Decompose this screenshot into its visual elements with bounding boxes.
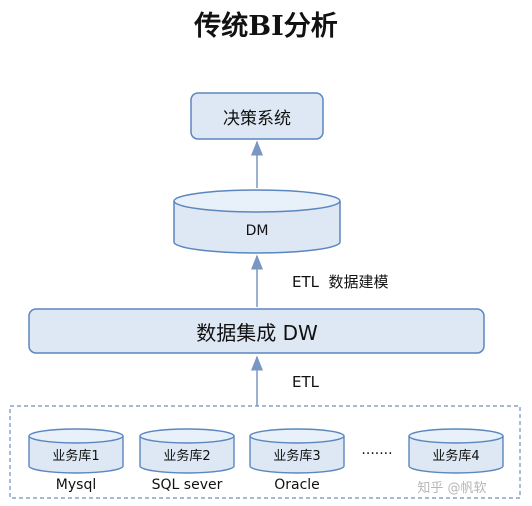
dw-box	[28, 308, 485, 354]
watermark: 知乎 @帆软	[417, 480, 486, 496]
diagram-title: 传统BI分析	[193, 10, 337, 42]
dw-label: 数据集成 DW	[196, 321, 318, 345]
source-caption-1: Mysql	[56, 477, 96, 493]
sources-container	[9, 405, 521, 499]
decision-system-label: 决策系统	[223, 109, 291, 129]
source-label-1: 业务库1	[52, 448, 99, 464]
source-cylinder-2	[139, 428, 235, 474]
etl-modeling-label: ETL 数据建模	[292, 273, 389, 291]
source-label-3: 业务库3	[273, 448, 320, 464]
sources-ellipsis: ·······	[361, 446, 392, 462]
source-caption-2: SQL sever	[152, 477, 223, 493]
source-caption-3: Oracle	[274, 477, 320, 493]
dm-label: DM	[246, 223, 269, 239]
source-cylinder-1	[28, 428, 124, 474]
dm-cylinder	[173, 189, 341, 254]
source-cylinder-3	[249, 428, 345, 474]
source-label-2: 业务库2	[163, 448, 210, 464]
source-cylinder-4	[408, 428, 504, 474]
source-label-4: 业务库4	[432, 448, 479, 464]
decision-system-box	[190, 92, 324, 140]
etl-label: ETL	[292, 373, 320, 391]
